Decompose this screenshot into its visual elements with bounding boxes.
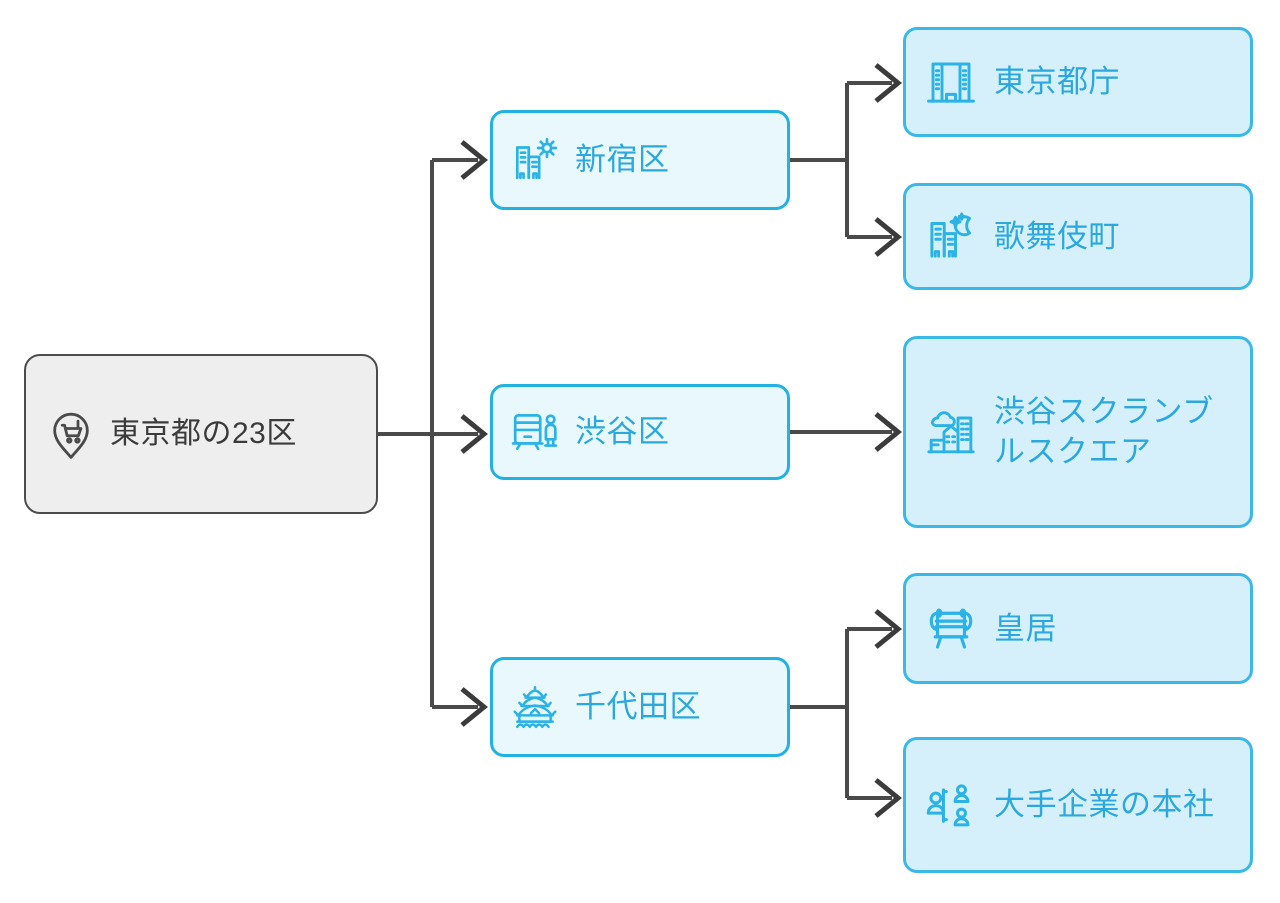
node-leaf-kabukicho[interactable]: 歌舞伎町 — [903, 183, 1253, 290]
node-leaf-tokyo-metropolitan-government-label: 東京都庁 — [994, 64, 1120, 100]
arrowhead-to-honsha — [874, 778, 902, 818]
map-pin-shopping-cart-icon — [40, 406, 102, 462]
node-branch-shibuya-label: 渋谷区 — [575, 414, 670, 450]
arrowhead-to-kokyo — [874, 609, 902, 649]
node-leaf-shibuya-scramble-square-label: 渋谷スクランブルスクエア — [994, 394, 1214, 469]
node-root-tokyo-23-wards[interactable]: 東京都の23区 — [24, 354, 378, 514]
arrowhead-to-shinjuku — [460, 140, 488, 180]
org-chart-people-icon — [920, 777, 982, 833]
node-branch-chiyoda-label: 千代田区 — [575, 689, 701, 725]
arrowhead-to-chiyoda — [460, 687, 488, 727]
imperial-throne-icon — [920, 602, 982, 656]
node-branch-shinjuku[interactable]: 新宿区 — [490, 110, 790, 210]
cityscape-cloud-icon — [920, 404, 982, 460]
arrowhead-to-shibuya — [460, 414, 488, 454]
node-root-label: 東京都の23区 — [110, 416, 297, 450]
buildings-sun-icon — [507, 135, 563, 185]
government-building-icon — [920, 55, 982, 109]
arrowhead-to-scramble — [874, 412, 902, 452]
node-leaf-major-corporate-headquarters-label: 大手企業の本社 — [994, 787, 1215, 823]
node-branch-shinjuku-label: 新宿区 — [575, 142, 670, 178]
train-person-icon — [507, 407, 563, 457]
node-leaf-imperial-palace[interactable]: 皇居 — [903, 573, 1253, 684]
node-branch-shibuya[interactable]: 渋谷区 — [490, 384, 790, 480]
node-leaf-imperial-palace-label: 皇居 — [994, 610, 1057, 646]
node-leaf-kabukicho-label: 歌舞伎町 — [994, 218, 1120, 254]
japanese-castle-icon — [507, 682, 563, 732]
node-leaf-major-corporate-headquarters[interactable]: 大手企業の本社 — [903, 737, 1253, 873]
node-leaf-shibuya-scramble-square[interactable]: 渋谷スクランブルスクエア — [903, 336, 1253, 528]
node-branch-chiyoda[interactable]: 千代田区 — [490, 657, 790, 757]
node-leaf-tokyo-metropolitan-government[interactable]: 東京都庁 — [903, 27, 1253, 137]
buildings-night-moon-icon — [920, 210, 982, 264]
arrowhead-to-tocho — [874, 63, 902, 103]
arrowhead-to-kabukicho — [874, 217, 902, 257]
